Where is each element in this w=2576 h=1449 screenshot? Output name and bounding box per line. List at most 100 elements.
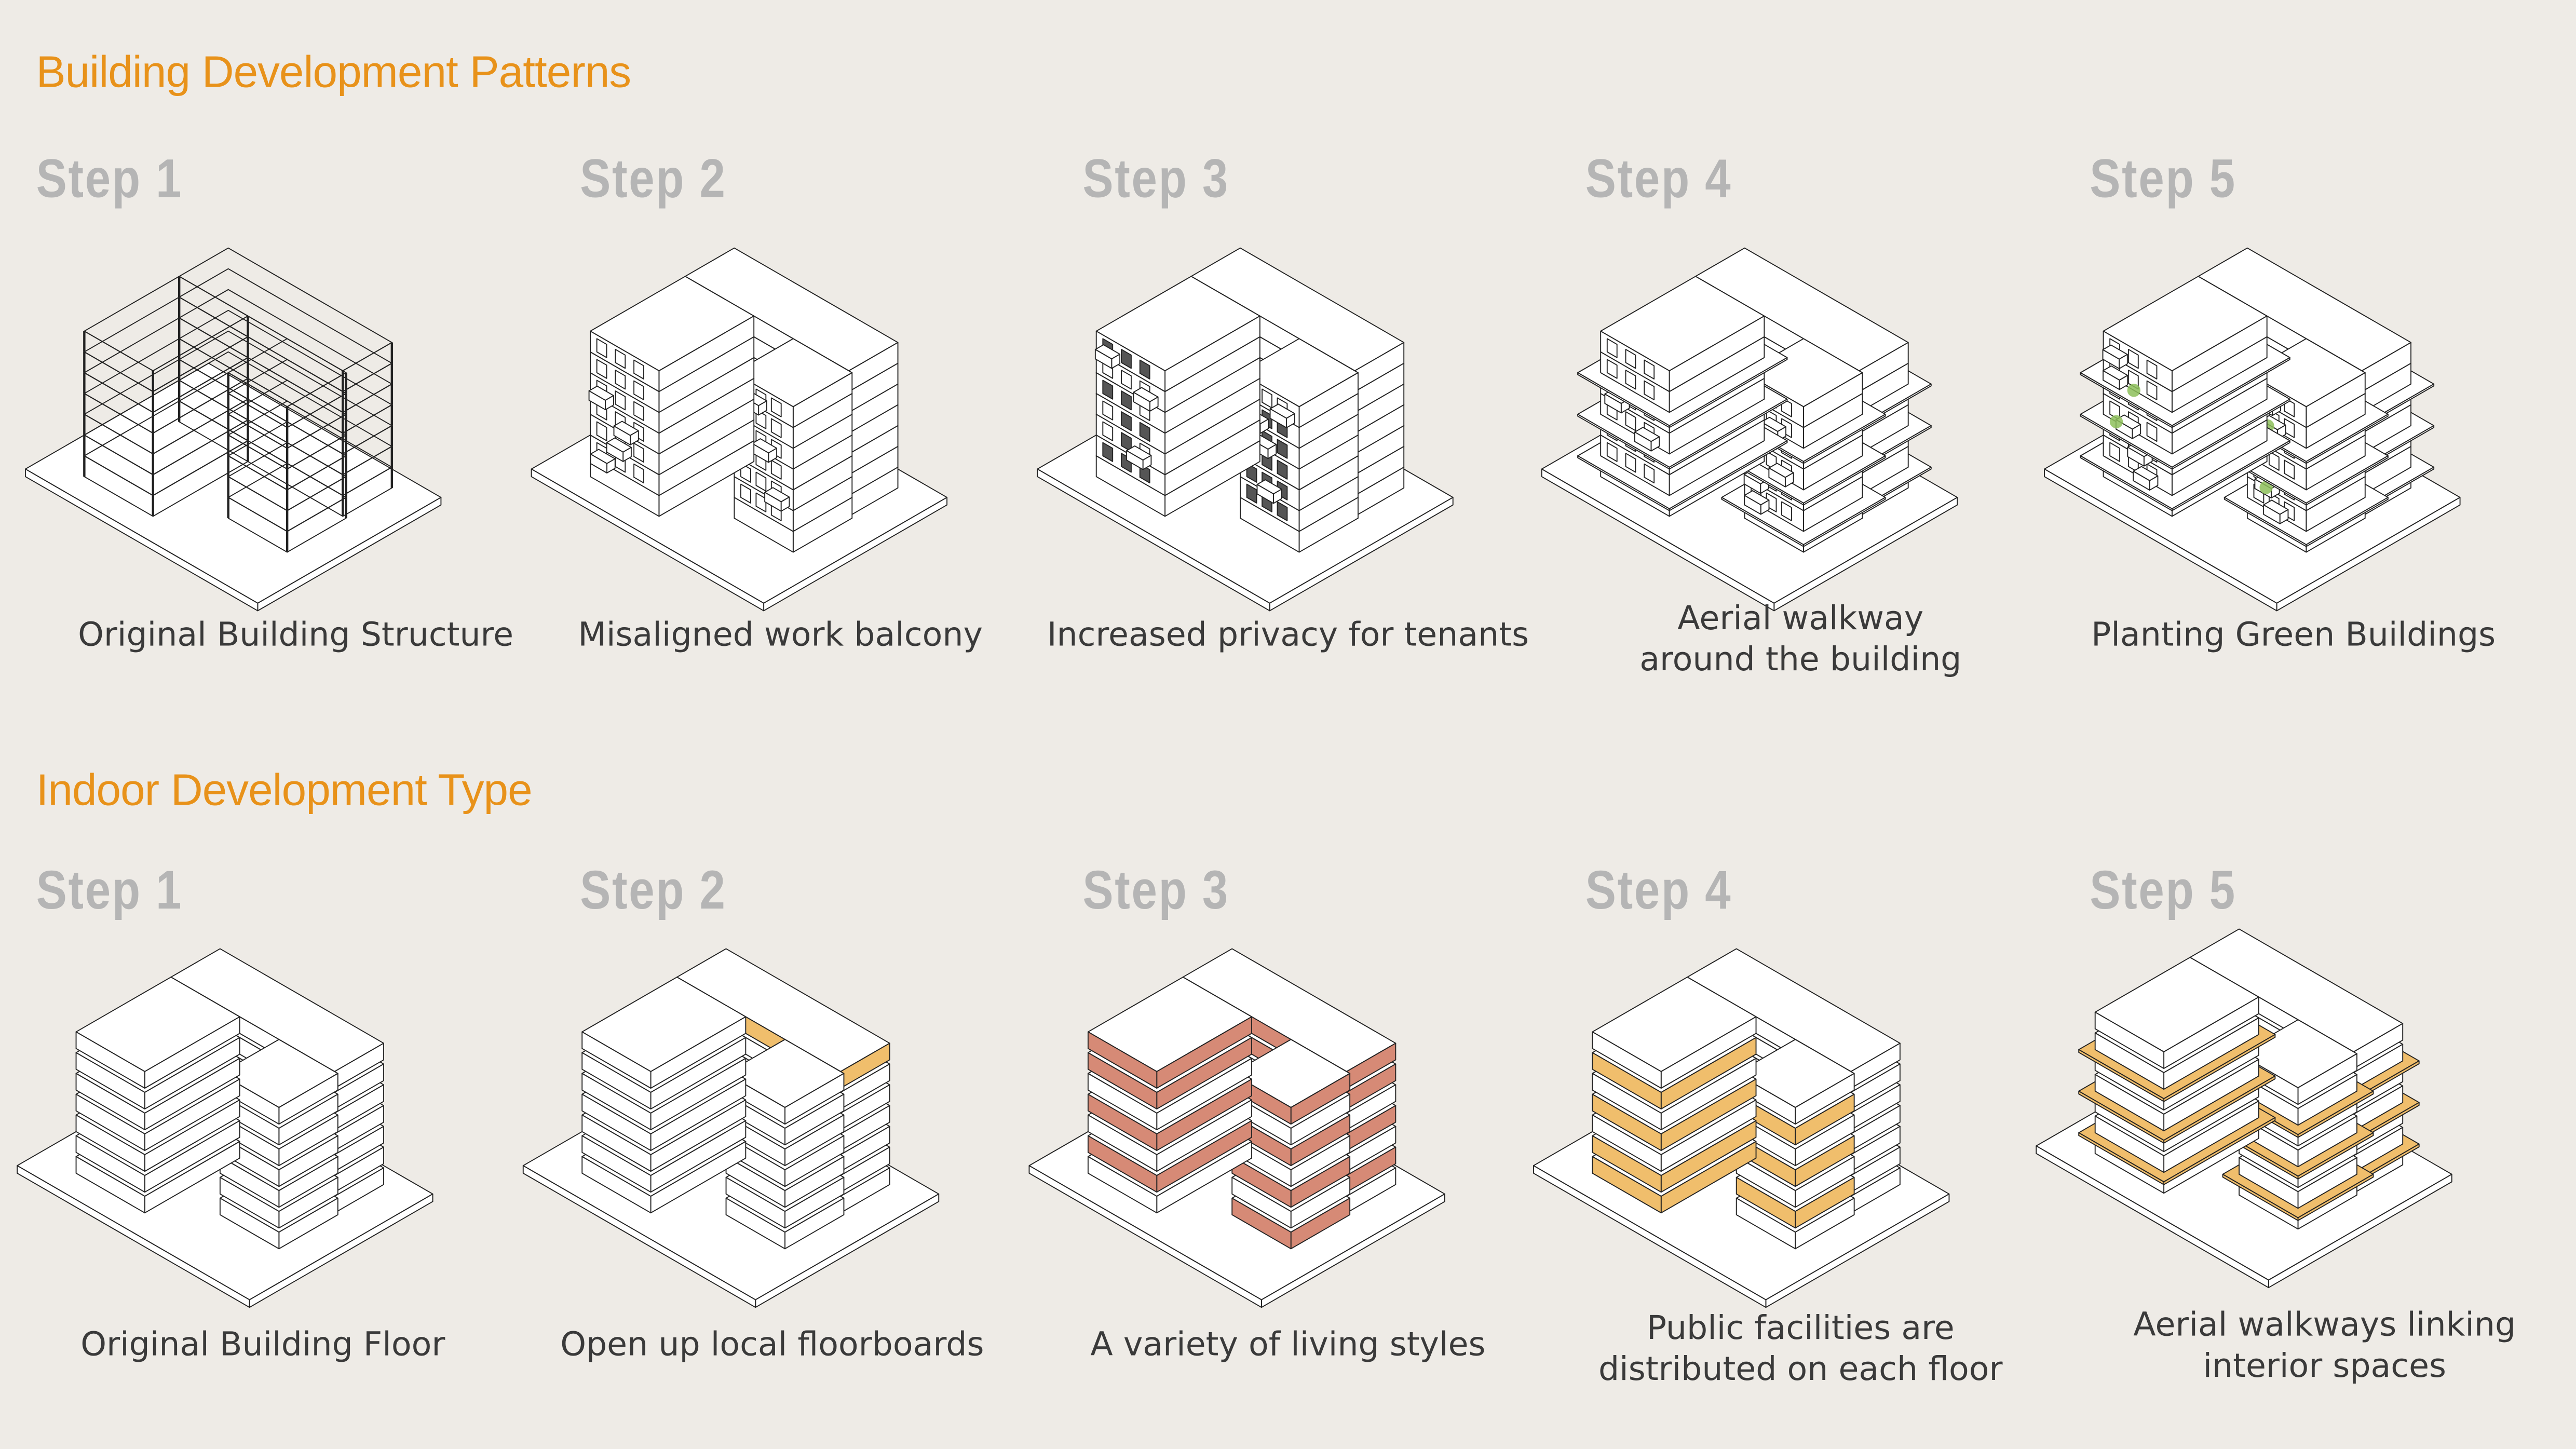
box-top-face <box>179 247 392 372</box>
box-left-face <box>1721 497 1804 547</box>
window <box>740 483 751 504</box>
window <box>1625 411 1636 431</box>
box-left-face <box>1256 484 1274 504</box>
box-left-face <box>581 1052 652 1109</box>
step-label: Step 4 <box>1585 859 1732 920</box>
box-left-face <box>1592 1135 1662 1193</box>
box-left-face <box>2094 1032 2165 1090</box>
window <box>615 390 626 411</box>
box-left-face <box>2103 330 2173 392</box>
box-left-face <box>1744 495 1761 515</box>
step-caption: Planting Green Buildings <box>2091 614 2496 654</box>
box-left-face <box>1592 1156 1662 1214</box>
window <box>1121 411 1132 431</box>
box-left-face <box>1087 1031 1158 1089</box>
box-left-face <box>2224 497 2307 547</box>
window <box>755 409 767 429</box>
box-left-face <box>581 1031 652 1089</box>
window <box>1102 380 1114 400</box>
box-left-face <box>2102 349 2120 369</box>
box-left-face <box>725 1197 785 1250</box>
box-left-face <box>2036 1145 2269 1289</box>
box-left-face <box>2094 1115 2165 1173</box>
box-left-face <box>1087 1093 1158 1152</box>
box-left-face <box>613 425 631 445</box>
window <box>633 401 644 422</box>
box-left-face <box>1094 349 1113 369</box>
box-left-face <box>581 1114 652 1172</box>
window <box>1121 370 1132 390</box>
window <box>1781 501 1792 521</box>
step-caption: A variety of living styles <box>1090 1324 1486 1364</box>
box-left-face <box>2222 1173 2299 1221</box>
box-left-face <box>1592 1114 1662 1172</box>
building-diagram-link <box>2036 928 2452 1289</box>
window <box>1277 439 1288 459</box>
box-left-face <box>2078 1090 2165 1144</box>
window <box>770 459 782 480</box>
box-left-face <box>590 330 660 392</box>
window <box>1246 483 1257 504</box>
box-left-face <box>2078 1049 2165 1102</box>
window <box>1625 453 1636 473</box>
box-left-face <box>1087 1073 1158 1131</box>
box-left-face <box>1592 1031 1662 1089</box>
window <box>1121 390 1132 411</box>
window <box>1277 459 1288 480</box>
box-left-face <box>1600 330 1670 392</box>
tree-icon <box>2109 415 2123 429</box>
box-left-face <box>2080 413 2173 470</box>
box-left-face <box>2080 455 2173 511</box>
step-caption: Aerial walkways linking interior spaces <box>2133 1304 2516 1385</box>
window <box>1606 442 1618 462</box>
window <box>1139 422 1150 442</box>
box-left-face <box>606 442 624 462</box>
box-left-face <box>1269 408 1287 428</box>
window <box>1102 400 1114 421</box>
step-caption: Original Building Structure <box>78 614 514 654</box>
window <box>1625 370 1636 390</box>
box-left-face <box>581 1073 652 1131</box>
box-right-face <box>342 342 392 392</box>
window <box>633 463 644 484</box>
window <box>633 380 644 400</box>
box-left-face <box>725 1176 785 1229</box>
window <box>1644 359 1655 380</box>
box-left-face <box>17 1165 250 1308</box>
window <box>1102 442 1114 462</box>
building-diagram-walkway <box>1541 247 1958 612</box>
window <box>2268 451 2280 471</box>
step-caption: Original Building Floor <box>80 1324 445 1364</box>
building-diagram-structure <box>24 247 442 612</box>
window <box>633 442 644 463</box>
box-left-face <box>75 1052 145 1109</box>
window <box>770 397 782 417</box>
building-diagram-living <box>1028 948 1445 1308</box>
window <box>596 421 607 441</box>
box-left-face <box>581 1093 652 1152</box>
box-left-face <box>1592 1052 1662 1109</box>
box-left-face <box>2080 372 2173 428</box>
window <box>1277 501 1288 521</box>
step-label: Step 1 <box>36 147 183 209</box>
box-left-face <box>1577 372 1670 428</box>
box-left-face <box>75 1031 145 1089</box>
window <box>1139 359 1150 380</box>
box-left-face <box>2103 370 2120 390</box>
building-diagram-open <box>522 948 940 1308</box>
box-left-face <box>2078 1132 2165 1185</box>
window <box>615 349 626 369</box>
box-left-face <box>1087 1052 1158 1109</box>
box-left-face <box>75 1135 145 1193</box>
box-top-face <box>24 362 442 604</box>
window <box>1644 463 1655 484</box>
building-diagram-floor <box>17 948 433 1308</box>
window <box>2284 459 2295 480</box>
window <box>596 359 607 379</box>
box-left-face <box>2239 1157 2299 1209</box>
box-left-face <box>522 1165 756 1308</box>
box-left-face <box>75 1114 145 1172</box>
box-left-face <box>1533 1165 1767 1308</box>
box-left-face <box>75 1073 145 1131</box>
